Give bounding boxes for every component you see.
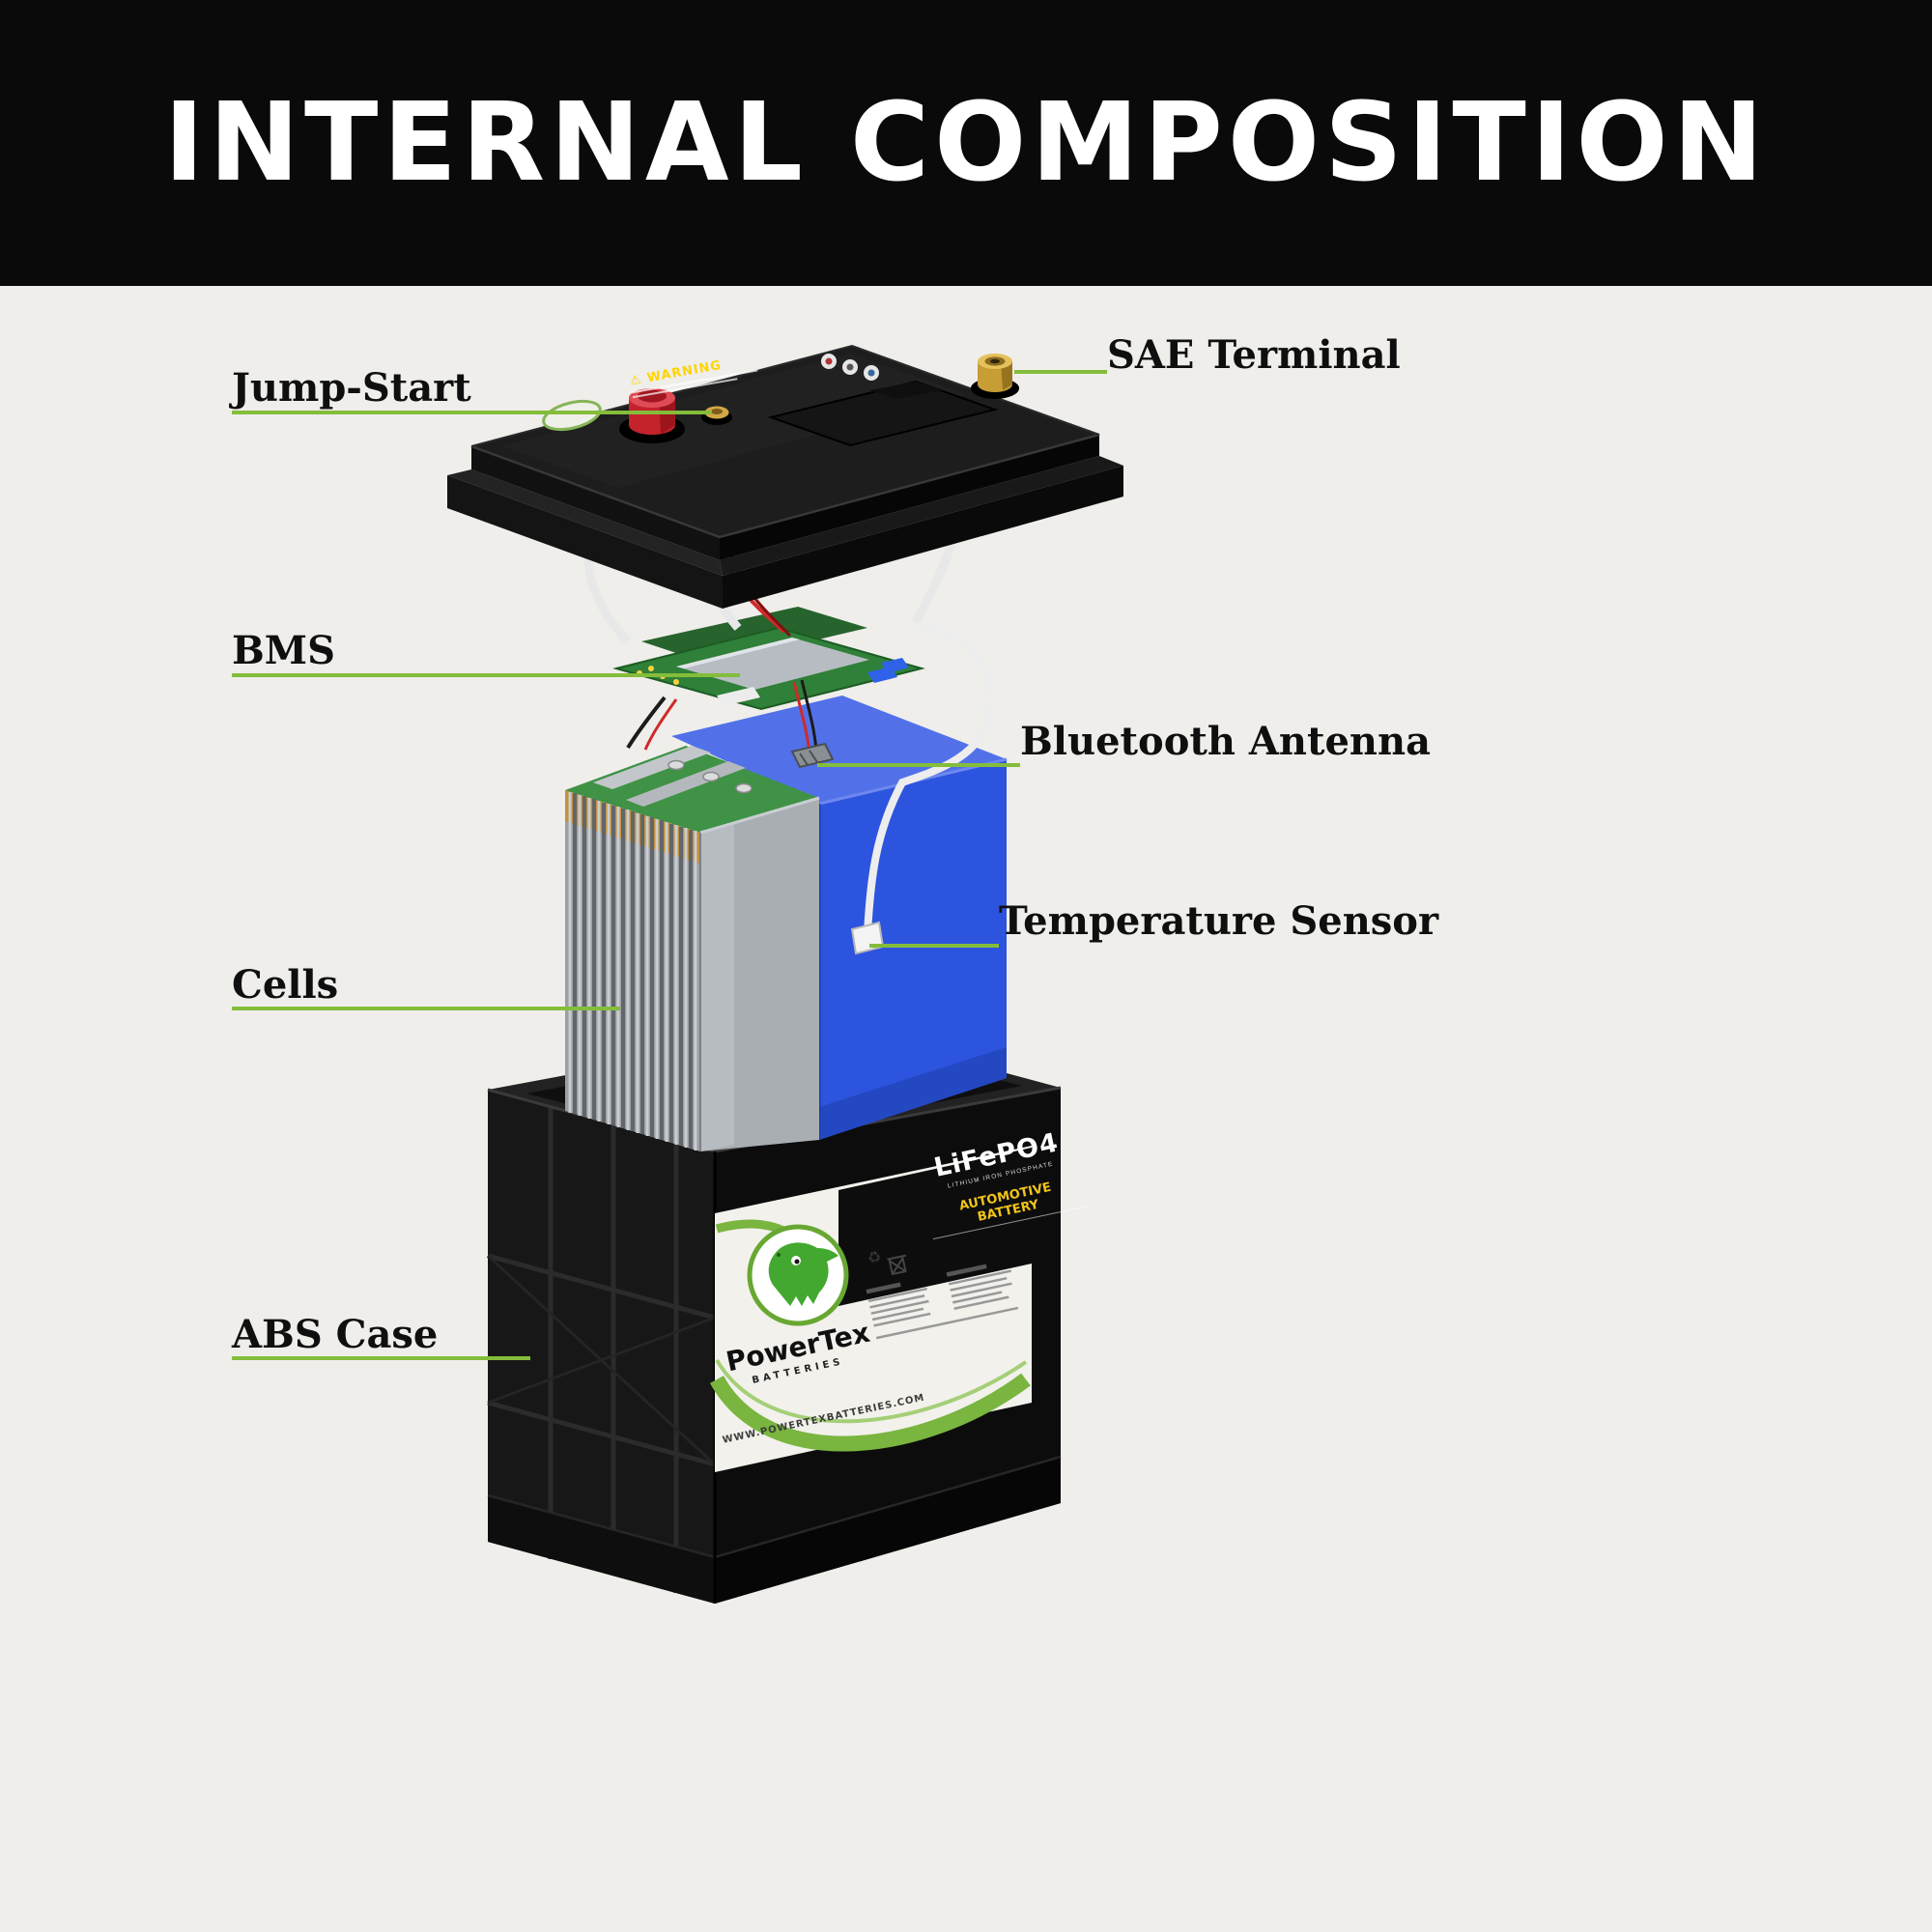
bms-board: [612, 607, 925, 711]
callout-jump-start: Jump-Start: [232, 365, 471, 411]
cells-top-pcb: [565, 746, 819, 833]
lid-recess-panel: [767, 380, 999, 447]
label-green-swoosh-bottom: [709, 1373, 1031, 1452]
cell-stud: [735, 782, 753, 794]
battery-label: [709, 1146, 1032, 1472]
bms-connector: [717, 687, 760, 706]
callout-sae-terminal: SAE Terminal: [1107, 332, 1401, 378]
cell-stud: [668, 759, 685, 771]
temperature-sensor-chip: [850, 921, 885, 955]
bluetooth-antenna-connector: [790, 742, 835, 769]
sae-terminal-post: [971, 354, 1019, 399]
sensor-cable: [864, 622, 996, 934]
page-title: INTERNAL COMPOSITION: [163, 80, 1769, 206]
jump-start-knob: [619, 388, 685, 443]
callout-abs-case: ABS Case: [232, 1312, 439, 1357]
cells-stack: [565, 746, 820, 1151]
lid-round-sticker: [542, 399, 602, 432]
callout-bluetooth-antenna: Bluetooth Antenna: [1020, 719, 1431, 764]
dino-icon: [768, 1242, 838, 1306]
title-banner: INTERNAL COMPOSITION: [0, 0, 1932, 286]
cell-stud: [702, 771, 720, 782]
top-cover: [447, 344, 1123, 609]
label-fine-print: [866, 1254, 1019, 1340]
red-wire: [643, 698, 678, 751]
callout-cells: Cells: [232, 962, 339, 1008]
callout-bms: BMS: [232, 628, 335, 673]
jump-start-stud: [701, 406, 732, 425]
leader-lines: [232, 370, 1107, 1360]
black-wire: [626, 696, 667, 750]
callout-temperature-sensor: Temperature Sensor: [999, 898, 1439, 944]
